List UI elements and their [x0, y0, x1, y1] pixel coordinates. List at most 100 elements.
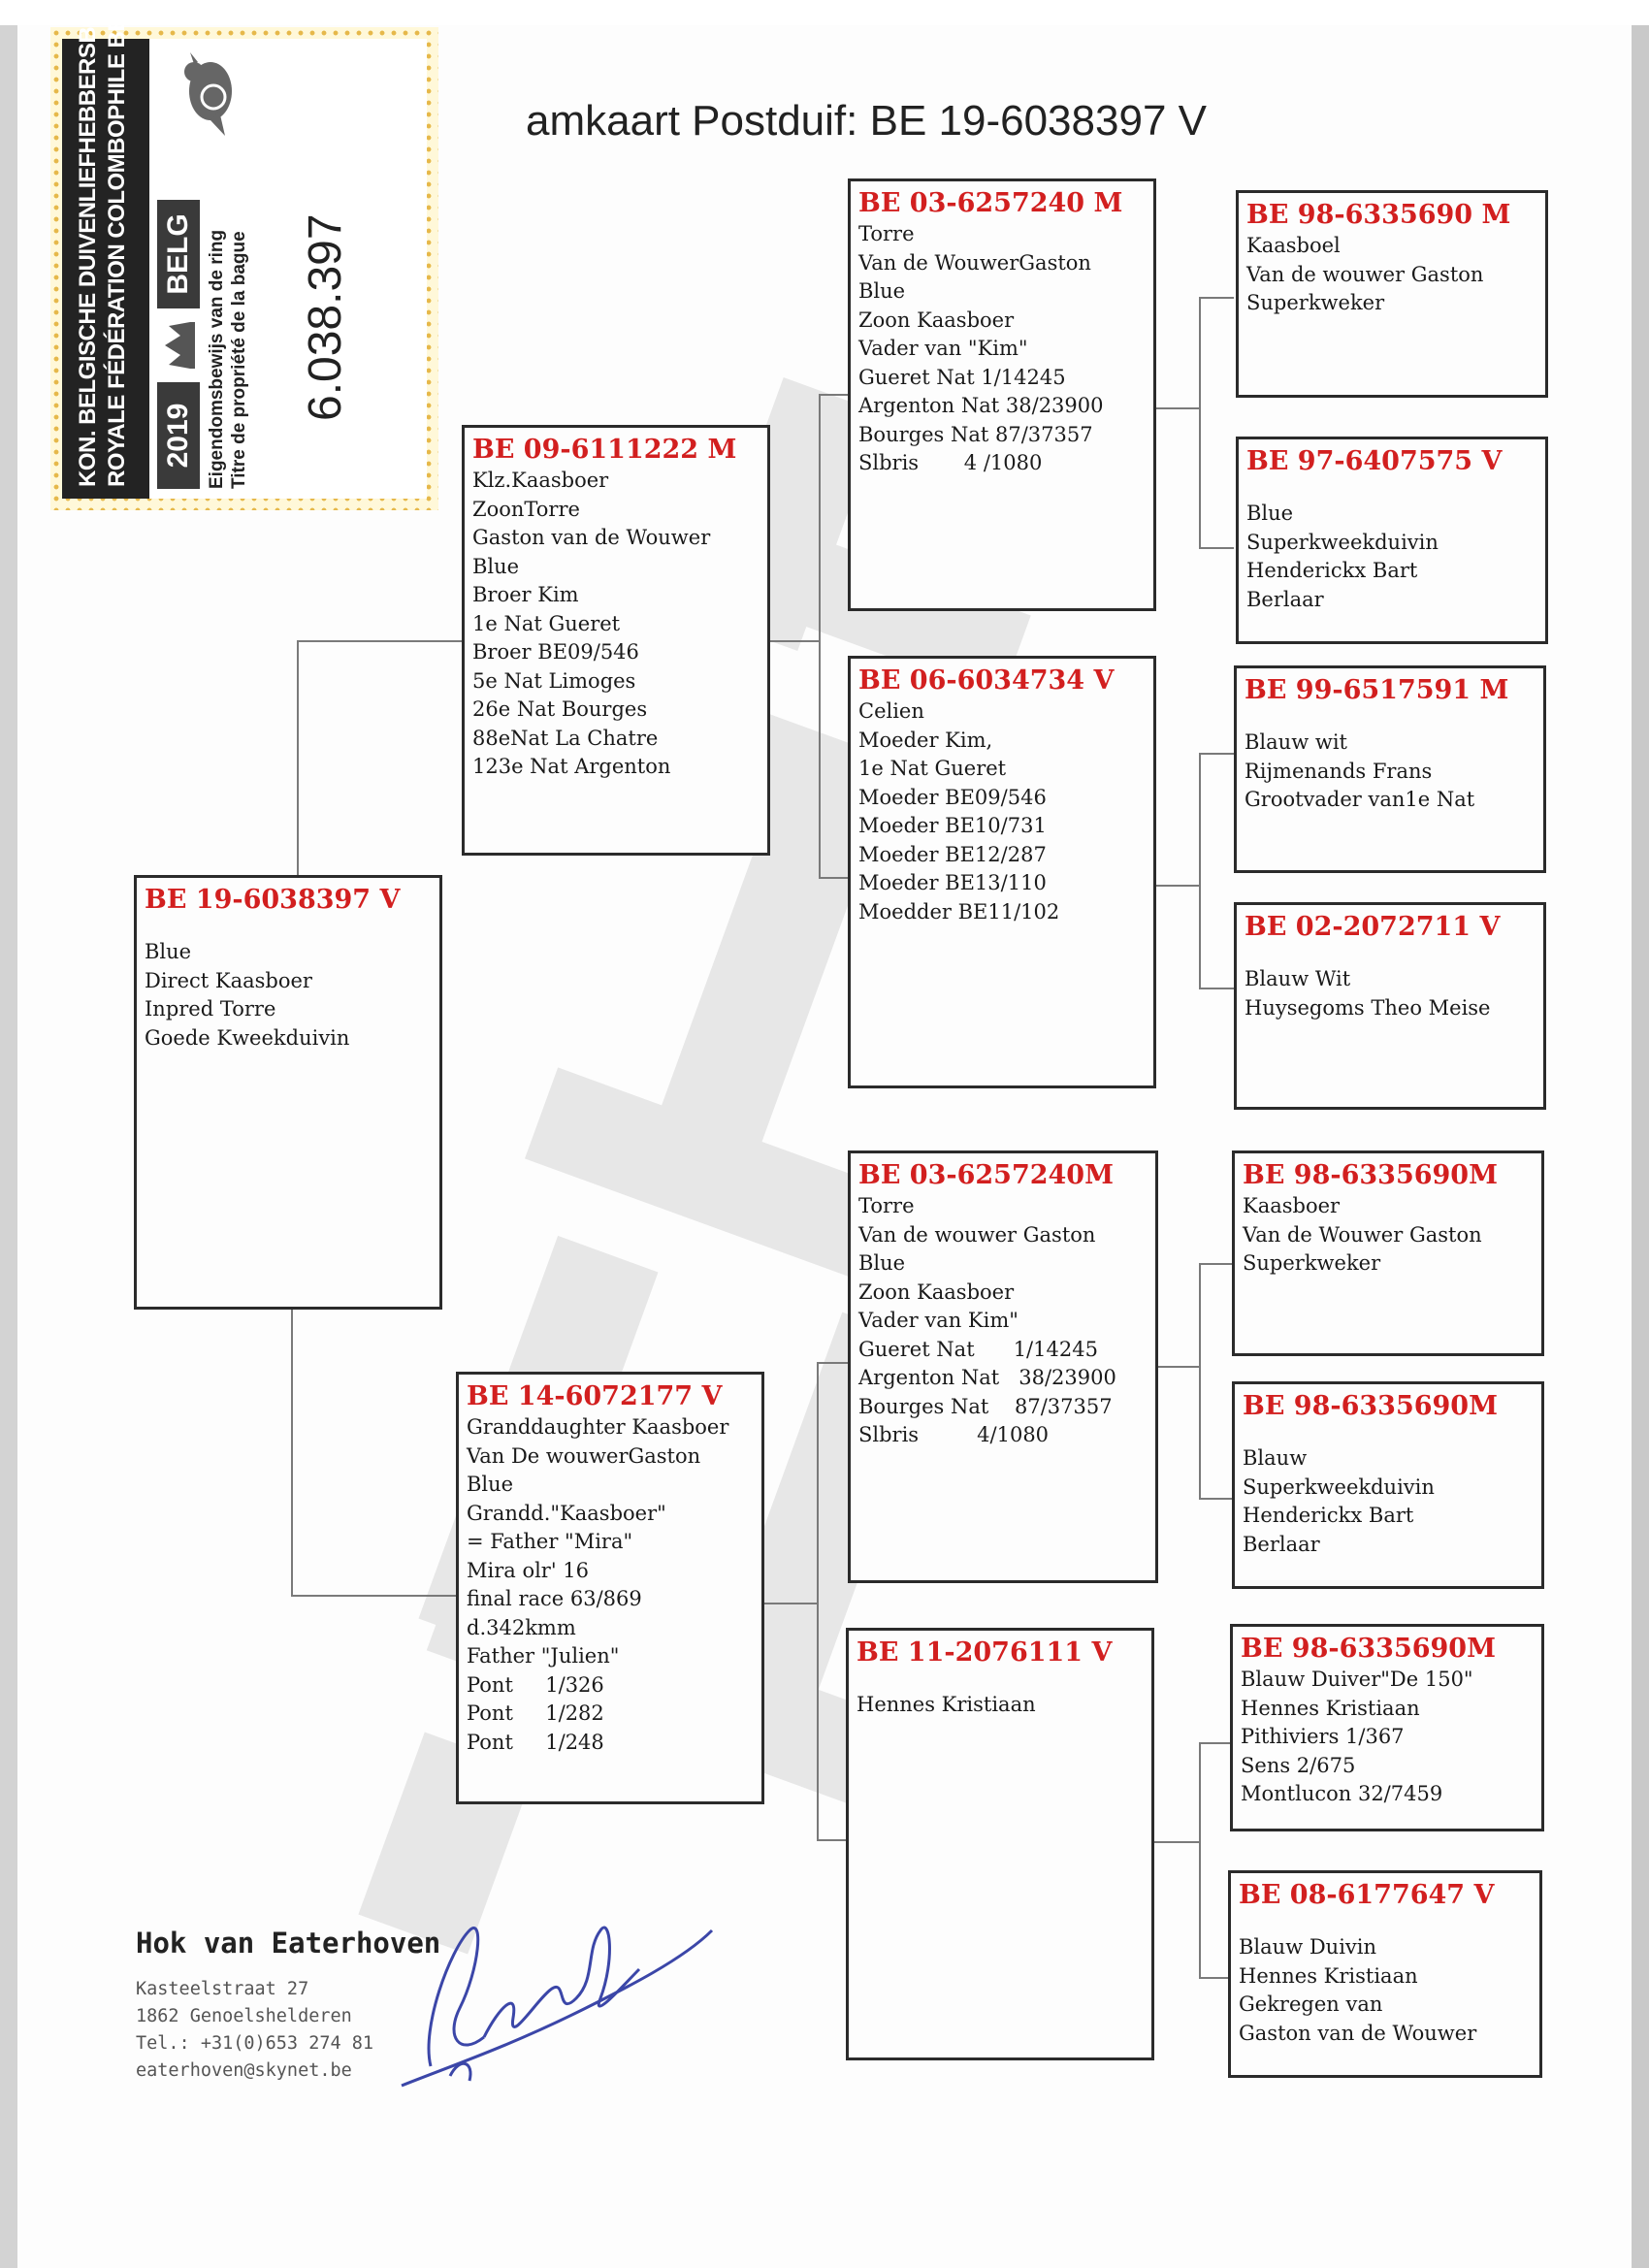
pedigree-detail-line: Pithiviers 1/367	[1241, 1725, 1405, 1748]
connector-line	[291, 1308, 293, 1597]
crown-icon	[165, 322, 195, 369]
pedigree-detail-line: Vader van "Kim"	[858, 337, 1028, 360]
pedigree-detail-line: Slbris 4/1080	[858, 1423, 1050, 1446]
connector-line	[291, 1595, 458, 1597]
pedigree-detail-line: Inpred Torre	[145, 997, 276, 1021]
stamp-doc-fr: Titre de propriété de la bague	[229, 231, 249, 489]
pedigree-detail-line: Superkweekduivin	[1246, 530, 1439, 554]
scan-top-edge	[0, 0, 1649, 25]
pedigree-detail-line: Pont 1/248	[467, 1730, 604, 1754]
connector-line	[819, 394, 850, 396]
pedigree-detail-line: Van de wouwer Gaston	[1246, 262, 1484, 286]
connector-line	[1199, 297, 1234, 299]
pedigree-detail-line: Gueret Nat 1/14245	[858, 1337, 1098, 1361]
pedigree-detail-line: Vader van Kim"	[858, 1309, 1018, 1332]
pedigree-detail-line: Gaston van de Wouwer	[1239, 2021, 1477, 2045]
ring-number: BE 99-6517591 M	[1245, 675, 1509, 705]
ring-number: BE 03-6257240M	[858, 1160, 1114, 1190]
pedigree-detail-line: Bourges Nat 87/37357	[858, 422, 1093, 446]
stamp-federation-band: KON. BELGISCHE DUIVENLIEFHEBBERSBOND ROY…	[62, 0, 149, 499]
pedigree-detail-line: Zoon Kaasboer	[858, 1280, 1015, 1304]
pedigree-detail-line: Granddaughter Kaasboer	[467, 1415, 729, 1439]
connector-line	[819, 877, 850, 879]
ring-number: BE 19-6038397 V	[145, 885, 401, 915]
pedigree-detail-line: Zoon Kaasboer	[858, 308, 1015, 332]
pedigree-detail-line: Van de WouwerGaston	[858, 250, 1091, 275]
pedigree-detail-line: = Father "Mira"	[467, 1530, 633, 1553]
scan-right-edge	[1632, 0, 1649, 2268]
stamp-document-title: Eigendomsbewijs van de ring Titre de pro…	[206, 230, 250, 489]
connector-line	[1199, 297, 1201, 549]
connector-line	[1199, 1742, 1201, 1979]
loft-name: Hok van Eaterhoven	[136, 1927, 441, 1960]
connector-line	[1154, 885, 1199, 887]
pedigree-detail-line: 1e Nat Gueret	[472, 611, 621, 635]
pedigree-detail-line: Gueret Nat 1/14245	[858, 365, 1066, 389]
pedigree-detail-line: Van De wouwerGaston	[467, 1443, 701, 1468]
pedigree-detail-line: Blue	[1246, 502, 1294, 525]
connector-line	[817, 1362, 819, 1841]
pedigree-detail-line: Berlaar	[1246, 587, 1324, 611]
connector-line	[1199, 1977, 1230, 1979]
pedigree-detail-line: Superkweekduivin	[1243, 1474, 1435, 1499]
connector-line	[1199, 1742, 1234, 1744]
pedigree-detail-line: 123e Nat Argenton	[472, 755, 671, 778]
spacer	[145, 917, 432, 938]
connector-line	[817, 1839, 848, 1841]
pedigree-detail-line: Sens 2/675	[1241, 1753, 1356, 1777]
pedigree-detail-line: 26e Nat Bourges	[472, 697, 648, 721]
ring-number: BE 08-6177647 V	[1239, 1880, 1495, 1910]
pedigree-detail-line: Moeder BE12/287	[858, 842, 1047, 866]
connector-line	[817, 1362, 850, 1364]
spacer	[857, 1669, 1144, 1691]
pedigree-detail-line: Kaasboer	[1243, 1194, 1341, 1217]
pedigree-detail-line: Superkweker	[1243, 1251, 1381, 1275]
pedigree-detail-line: Hennes Kristiaan	[1239, 1963, 1418, 1988]
stamp-ring-number: 6.038.397	[300, 213, 351, 421]
connector-line	[1199, 1263, 1234, 1265]
pedigree-detail-line: Blue	[858, 1251, 906, 1275]
spacer	[1243, 1423, 1534, 1444]
pedigree-detail-line: 1e Nat Gueret	[858, 757, 1007, 780]
pedigree-detail-line: Bourges Nat 87/37357	[858, 1394, 1113, 1418]
pedigree-detail-line: Father "Julien"	[467, 1644, 620, 1668]
pedigree-detail-line: Henderickx Bart	[1243, 1504, 1414, 1527]
pedigree-detail-line: Hennes Kristiaan	[857, 1693, 1036, 1716]
connector-line	[1156, 1366, 1199, 1368]
ring-number: BE 14-6072177 V	[467, 1381, 723, 1411]
pedigree-detail-line: Kaasboel	[1246, 234, 1341, 257]
pedigree-detail-line: Blauw	[1243, 1446, 1308, 1470]
loft-address: Kasteelstraat 27	[136, 1979, 309, 1999]
pedigree-detail-line: Rijmenands Frans	[1245, 759, 1433, 783]
connector-line	[1199, 753, 1234, 755]
connector-line	[1199, 1263, 1201, 1500]
pedigree-detail-line: Broer Kim	[472, 583, 579, 606]
pedigree-detail-line: Pont 1/282	[467, 1701, 604, 1725]
pedigree-detail-line: Blue	[472, 554, 520, 578]
pigeon-logo-icon	[184, 52, 232, 136]
connector-line	[297, 640, 464, 642]
ring-number: BE 97-6407575 V	[1246, 446, 1503, 476]
stamp-federation-nl: KON. BELGISCHE DUIVENLIEFHEBBERSBOND	[75, 0, 101, 487]
pedigree-detail-line: Blauw Duivin	[1239, 1935, 1377, 1959]
pedigree-detail-line: Van de Wouwer Gaston	[1243, 1222, 1482, 1247]
pedigree-detail-line: Moeder Kim,	[858, 728, 993, 752]
connector-line	[768, 640, 819, 642]
pedigree-detail-line: final race 63/869	[467, 1587, 642, 1610]
pedigree-detail-line: Huysegoms Theo Meise	[1245, 995, 1491, 1020]
pedigree-detail-line: Torre	[858, 222, 915, 245]
spacer	[1239, 1912, 1532, 1933]
connector-line	[1154, 407, 1199, 409]
pedigree-detail-line: Klz.Kaasboer	[472, 469, 609, 492]
pedigree-detail-line: Pont 1/326	[467, 1672, 604, 1697]
pedigree-detail-line: Blue	[858, 279, 906, 303]
pedigree-detail-line: Blue	[467, 1473, 514, 1496]
